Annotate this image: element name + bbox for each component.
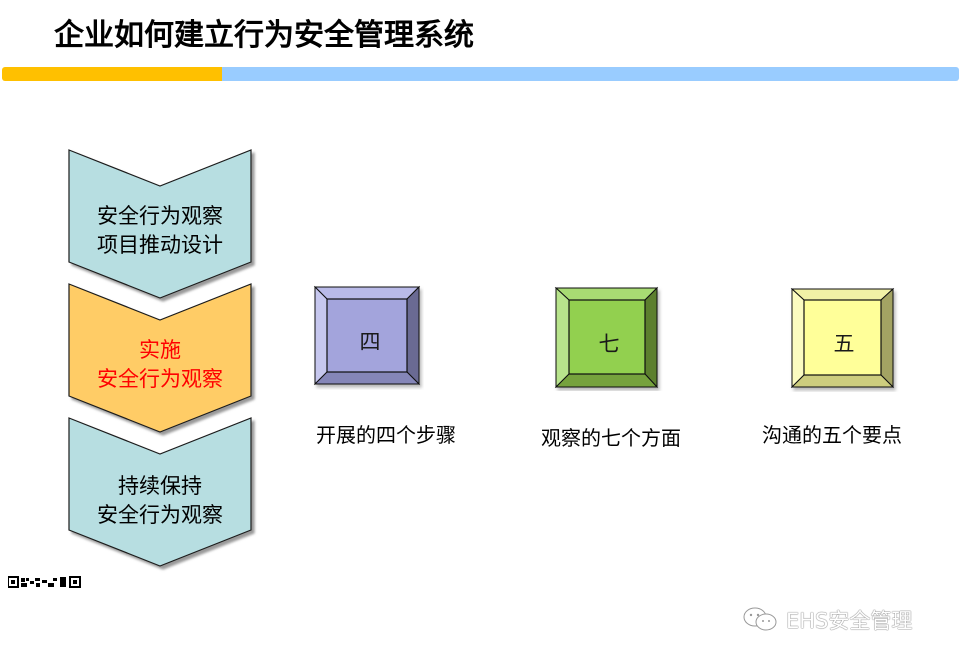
chevron-step-1-line2: 项目推动设计: [97, 233, 223, 257]
label-four-steps: 开展的四个步骤: [316, 423, 456, 447]
chevron-step-1: [68, 149, 252, 299]
chevron-step-3-line2: 安全行为观察: [97, 503, 223, 527]
chevron-step-3-text: 持续保持 安全行为观察: [69, 472, 251, 530]
chevron-step-3-line1: 持续保持: [118, 474, 202, 498]
accent-bar: [2, 67, 959, 81]
chevron-step-1-text: 安全行为观察 项目推动设计: [69, 202, 251, 260]
chevron-step-2-line2: 安全行为观察: [97, 367, 223, 391]
wechat-icon: [743, 607, 777, 631]
qr-code-fragment: [8, 576, 81, 588]
bevel-box-five-glyph: 五: [833, 332, 855, 356]
accent-bar-yellow: [2, 67, 222, 81]
chevron-step-2: [68, 283, 252, 433]
chevron-step-1-line1: 安全行为观察: [97, 204, 223, 228]
slide-title: 企业如何建立行为安全管理系统: [54, 18, 474, 53]
chevron-step-2-text: 实施 安全行为观察: [69, 336, 251, 394]
accent-bar-blue: [222, 67, 959, 81]
chevron-step-2-line1: 实施: [139, 338, 181, 362]
process-chevrons: [68, 149, 252, 567]
bevel-box-four-glyph: 四: [359, 330, 381, 354]
bevel-box-four: [313, 285, 421, 386]
bevel-box-five: [790, 287, 895, 389]
watermark-text: EHS安全管理: [786, 609, 913, 633]
bevel-box-seven-glyph: 七: [598, 332, 620, 356]
label-seven-aspects: 观察的七个方面: [541, 426, 681, 450]
watermark: EHS安全管理: [742, 605, 912, 635]
chevron-step-3: [68, 417, 252, 567]
label-five-points: 沟通的五个要点: [762, 423, 902, 447]
bevel-box-seven: [554, 286, 659, 389]
